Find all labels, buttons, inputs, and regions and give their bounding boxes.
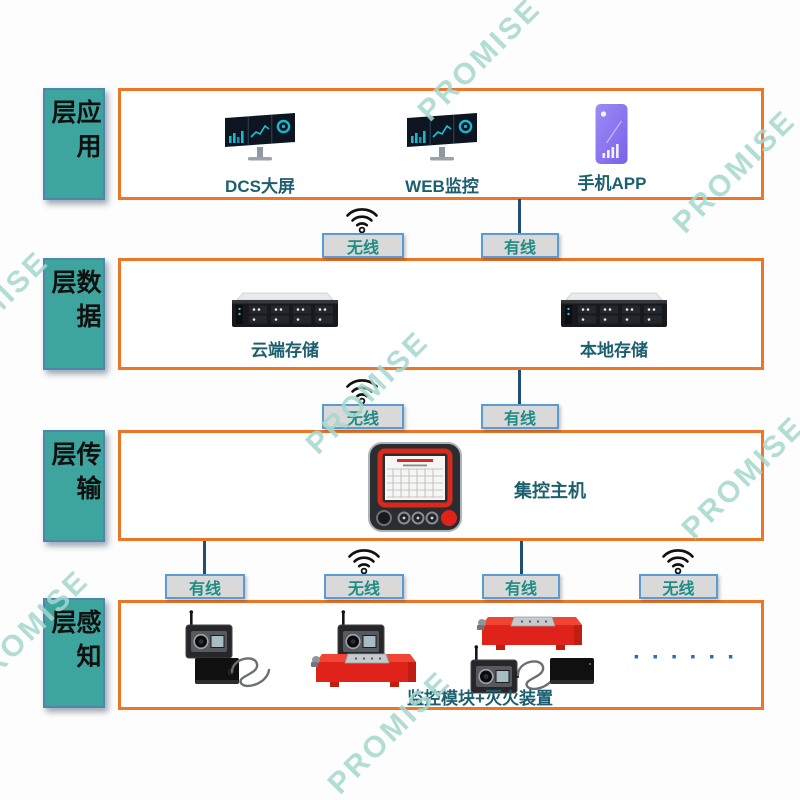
item-label-dcs: DCS大屏 — [225, 177, 295, 196]
monitor-icon — [222, 112, 298, 168]
wifi-icon — [346, 543, 382, 575]
fire-extinguisher-icon — [310, 650, 422, 692]
monitor-icon — [404, 112, 480, 168]
item-local-storage: 本地存储 — [558, 292, 670, 361]
cable-icon — [228, 652, 272, 690]
wireless-label: 无线 — [322, 233, 404, 258]
wired-label: 有线 — [482, 574, 560, 599]
wired-line — [518, 199, 521, 233]
layer-label-transmission: 传输层 — [43, 430, 105, 542]
perception-caption: 监控模块+灭火装置 — [407, 689, 553, 708]
wifi-icon — [344, 202, 380, 234]
battery-box-icon — [549, 656, 595, 686]
wireless-label: 无线 — [639, 574, 718, 599]
item-web-monitor: WEB监控 — [404, 112, 480, 197]
wifi-icon — [344, 373, 380, 405]
server-icon — [558, 292, 670, 332]
wired-label: 有线 — [165, 574, 245, 599]
wired-line — [203, 541, 206, 574]
layer-label-text: 应用层 — [48, 99, 101, 167]
item-label-host: 集控主机 — [514, 481, 586, 501]
layer-label-application: 应用层 — [43, 88, 105, 200]
controller-icon — [367, 441, 463, 533]
wifi-icon — [660, 543, 696, 575]
layer-label-perception: 感知层 — [43, 598, 105, 708]
phone-icon — [595, 103, 629, 165]
layer-label-text: 感知层 — [48, 609, 101, 677]
wired-label: 有线 — [481, 404, 559, 429]
item-dcs-screen: DCS大屏 — [222, 112, 298, 197]
item-label-local: 本地存储 — [580, 341, 648, 360]
layer-label-text: 数据层 — [48, 269, 101, 337]
wired-line — [518, 370, 521, 404]
wired-line — [520, 541, 523, 574]
item-cloud-storage: 云端存储 — [229, 292, 341, 361]
wireless-label: 无线 — [322, 404, 404, 429]
server-icon — [229, 292, 341, 332]
wireless-label: 无线 — [324, 574, 404, 599]
layer-label-data: 数据层 — [43, 258, 105, 370]
ellipsis-dots: ▪ ▪ ▪ ▪ ▪ ▪ — [634, 648, 739, 664]
wired-label: 有线 — [481, 233, 559, 258]
item-label-app: 手机APP — [577, 174, 647, 193]
item-mobile-app: 手机APP — [577, 103, 647, 194]
item-label-web: WEB监控 — [405, 177, 479, 196]
item-label-cloud: 云端存储 — [251, 341, 319, 360]
layer-label-text: 传输层 — [48, 441, 101, 509]
